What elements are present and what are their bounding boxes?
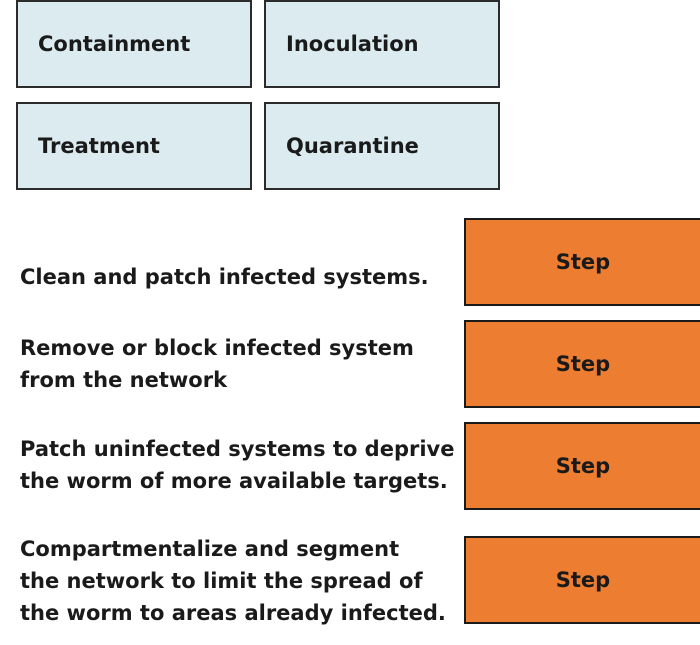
step-drop-target-2[interactable]: Step: [464, 320, 700, 408]
step-drop-target-3[interactable]: Step: [464, 422, 700, 510]
option-label: Treatment: [38, 134, 160, 158]
step-label: Step: [555, 454, 611, 478]
description-quarantine: Remove or block infected system from the…: [20, 336, 414, 392]
step-label: Step: [555, 568, 611, 592]
step-label: Step: [555, 250, 611, 274]
option-treatment[interactable]: Treatment: [16, 102, 252, 190]
description-containment: Compartmentalize and segment the network…: [20, 537, 446, 625]
option-inoculation[interactable]: Inoculation: [264, 0, 500, 88]
step-drop-target-4[interactable]: Step: [464, 536, 700, 624]
option-label: Inoculation: [286, 32, 419, 56]
option-label: Quarantine: [286, 134, 419, 158]
option-containment[interactable]: Containment: [16, 0, 252, 88]
description-inoculation: Patch uninfected systems to deprive the …: [20, 437, 455, 493]
option-label: Containment: [38, 32, 191, 56]
step-drop-target-1[interactable]: Step: [464, 218, 700, 306]
step-label: Step: [555, 352, 611, 376]
option-quarantine[interactable]: Quarantine: [264, 102, 500, 190]
description-treatment: Clean and patch infected systems.: [20, 265, 429, 289]
